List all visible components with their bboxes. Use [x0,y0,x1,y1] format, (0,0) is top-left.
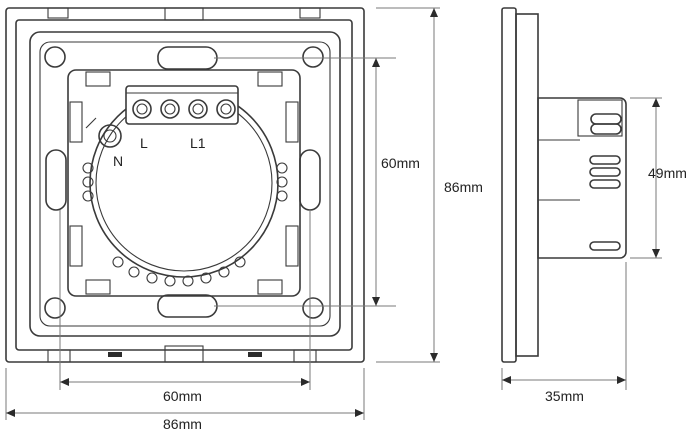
front-view: L L1 N [5,7,365,363]
frame-notch [164,345,204,363]
frame-clip [108,352,122,357]
vent-hole [276,162,288,174]
dim-label-side-depth: 35mm [545,388,584,404]
module-clip [85,71,111,87]
module-clip [285,101,299,143]
front-dimensions: 86mm 60mm 60mm 86mm [5,7,483,432]
side-module-body [537,97,627,259]
arrow-head [430,8,438,17]
corner-hole [302,46,324,68]
arrow-head [652,249,660,258]
terminal-screw [132,99,152,119]
side-vent [589,155,621,165]
frame-notch [299,7,321,19]
terminal-block [125,85,239,125]
terminal-screws [132,99,236,119]
corner-hole [44,297,66,319]
side-view [501,7,627,363]
mount-slot-top [157,46,218,70]
side-vent [589,167,621,177]
module-clip [285,225,299,267]
mount-slot-right [299,149,321,211]
module-vents [82,162,288,287]
side-vent [589,179,621,189]
terminal-screw [216,99,236,119]
neutral-terminal-screw [98,124,122,148]
terminal-screw-inner [220,103,232,115]
side-terminal-area [577,99,623,137]
module-clip [69,101,83,143]
module-clip [69,225,83,267]
vent-hole [164,275,176,287]
side-vent [589,241,621,251]
plate-border [15,19,353,351]
vent-hole [276,190,288,202]
arrow-head [6,409,15,417]
vent-hole [146,272,158,284]
arrow-head [355,409,364,417]
side-plate [515,13,539,357]
mounting-plate [29,31,341,337]
frame-notch [293,349,317,363]
vent-hole [112,256,124,268]
frame-notch [47,349,71,363]
terminal-screw-inner [164,103,176,115]
arrow-head [301,378,310,386]
dim-label-vertical-holes: 60mm [381,155,420,171]
dim-label-side-height: 49mm [648,165,687,181]
vent-hole [82,190,94,202]
vent-hole [82,176,94,188]
vent-hole [200,272,212,284]
side-dimensions: 49mm 35mm [501,97,687,404]
dim-label-horizontal-holes: 60mm [163,388,202,404]
side-terminal-screw [590,113,622,125]
vent-hole [234,256,246,268]
frame-clip [248,352,262,357]
dim-label-front-height: 86mm [444,179,483,195]
terminal-label-load: L1 [190,135,206,151]
frame-notch [164,7,204,21]
neutral-terminal-screw-inner [103,129,117,143]
mount-slot-bottom [157,294,218,318]
frame-notch [47,7,69,19]
mount-slot-left [45,149,67,211]
vent-hole [82,162,94,174]
vent-hole [218,266,230,278]
vent-hole [276,176,288,188]
arrow-head [372,297,380,306]
arrow-head [652,98,660,107]
terminal-label-live: L [140,135,148,151]
side-faceplate [501,7,517,363]
module-edge-detail [85,117,97,129]
module-clip [257,71,283,87]
side-terminal-screw [590,123,622,135]
arrow-head [60,378,69,386]
dim-label-front-width: 86mm [163,416,202,432]
module-clip [257,279,283,295]
mounting-plate-inner [39,41,331,327]
vent-hole [182,275,194,287]
terminal-screw [160,99,180,119]
vent-hole [128,266,140,278]
arrow-head [372,58,380,67]
terminal-screw [188,99,208,119]
terminal-screw-inner [192,103,204,115]
arrow-head [430,353,438,362]
arrow-head [617,376,626,384]
terminal-screw-inner [136,103,148,115]
corner-hole [44,46,66,68]
terminal-label-neutral: N [113,153,123,169]
corner-hole [302,297,324,319]
arrow-head [502,376,511,384]
module-clip [85,279,111,295]
module-housing [67,69,301,297]
